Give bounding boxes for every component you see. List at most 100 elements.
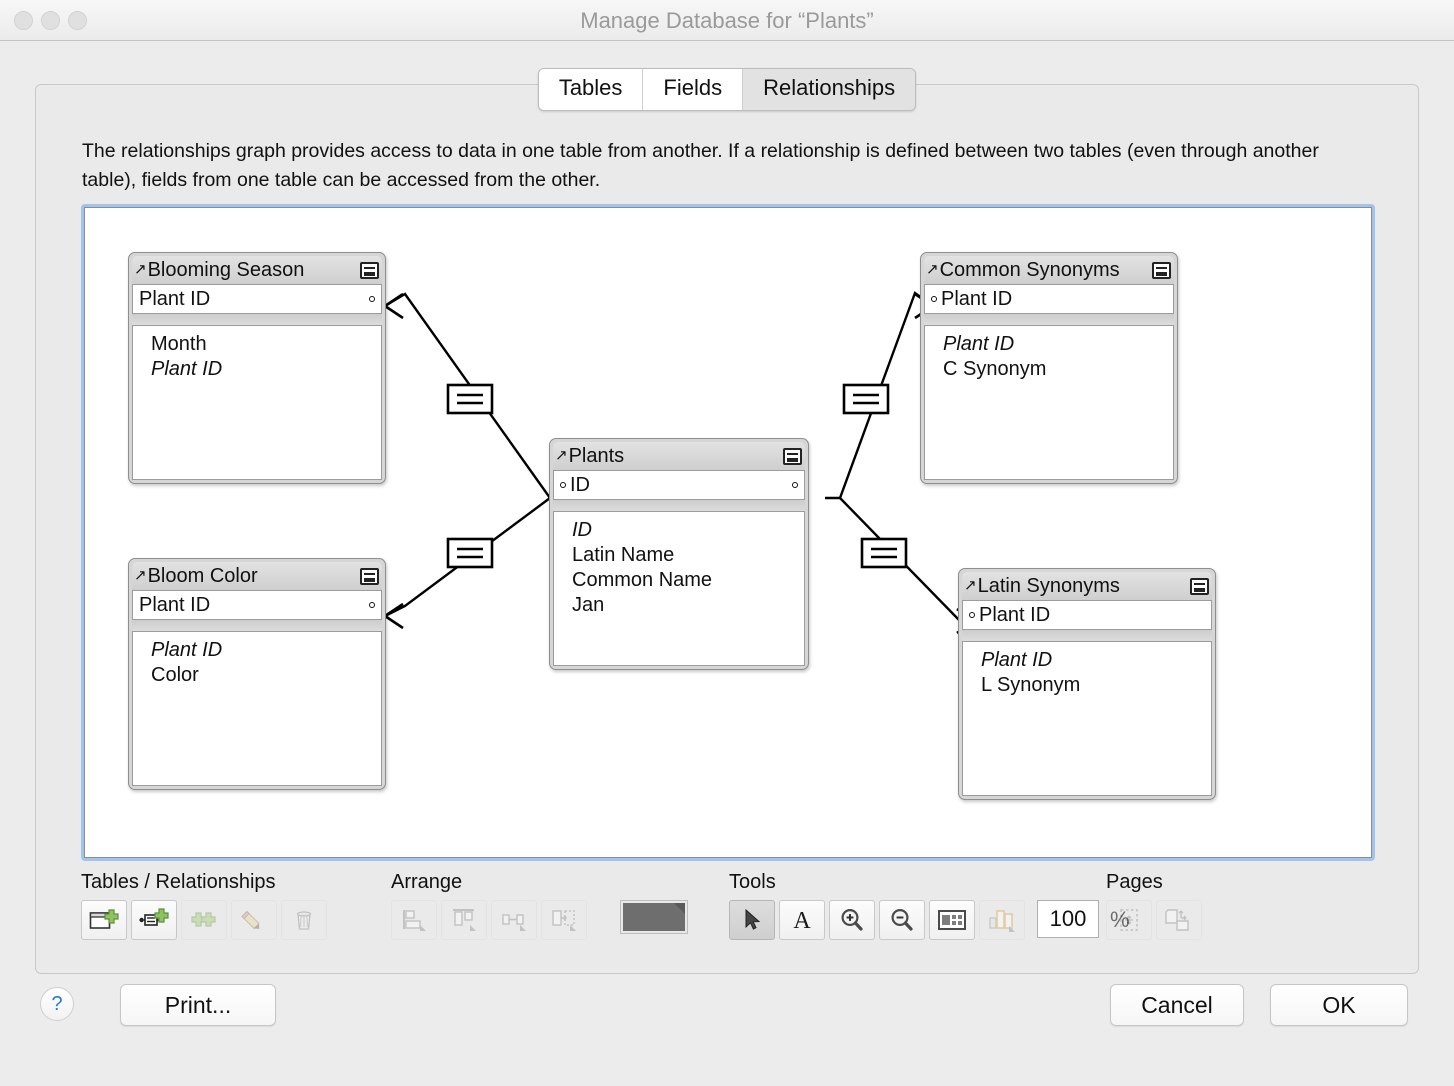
edit-button[interactable] [231, 900, 277, 940]
color-swatch-button[interactable] [620, 900, 688, 934]
relationship-operator [446, 537, 494, 569]
table-field-list[interactable]: Plant ID L Synonym [962, 641, 1212, 796]
toolbar-color-swatch-group [620, 900, 688, 934]
table-card-blooming-season[interactable]: ↗ Blooming Season Plant ID Month Plant I… [128, 252, 386, 484]
relationship-anchor-right-icon[interactable] [369, 296, 375, 302]
relationships-panel: The relationships graph provides access … [35, 84, 1419, 974]
table-card-header[interactable]: ↗ Bloom Color [132, 562, 382, 590]
tab-fields[interactable]: Fields [643, 69, 744, 110]
table-key-field-row[interactable]: Plant ID [132, 284, 382, 314]
key-field-label: Plant ID [979, 604, 1051, 626]
key-field-label: ID [570, 474, 590, 496]
field-item: Common Name [572, 569, 713, 591]
tab-bar: Tables Fields Relationships [537, 68, 917, 111]
relationship-connectors [384, 291, 976, 635]
relationship-anchor-right-icon[interactable] [792, 482, 798, 488]
ok-button[interactable]: OK [1270, 984, 1408, 1026]
tab-relationships[interactable]: Relationships [743, 69, 916, 110]
table-field-list[interactable]: Month Plant ID [132, 325, 382, 480]
table-field-list[interactable]: Plant ID Color [132, 631, 382, 786]
source-arrow-icon: ↗ [134, 260, 147, 278]
table-card-common-synonyms[interactable]: ↗ Common Synonyms Plant ID Plant ID C Sy… [920, 252, 1178, 484]
zoom-out-button[interactable] [879, 900, 925, 940]
table-key-field-row[interactable]: Plant ID [924, 284, 1174, 314]
table-card-header[interactable]: ↗ Blooming Season [132, 256, 382, 284]
page-breaks-button[interactable] [1106, 900, 1152, 940]
relationships-graph-focus-ring: ↗ Blooming Season Plant ID Month Plant I… [81, 204, 1375, 861]
duplicate-button[interactable] [181, 900, 227, 940]
table-menu-icon[interactable] [360, 567, 379, 585]
relationship-operator [842, 383, 890, 415]
relationship-anchor-left-icon[interactable] [931, 296, 937, 302]
fit-to-window-button[interactable] [929, 900, 975, 940]
field-item: Latin Name [572, 544, 675, 566]
cancel-button[interactable]: Cancel [1110, 984, 1244, 1026]
field-item: L Synonym [981, 674, 1081, 696]
minimize-button-icon[interactable] [41, 11, 60, 30]
table-card-header[interactable]: ↗ Plants [553, 442, 805, 470]
field-item: Plant ID [151, 639, 223, 661]
zoom-in-button[interactable] [829, 900, 875, 940]
table-menu-icon[interactable] [1152, 261, 1171, 279]
source-arrow-icon: ↗ [964, 576, 977, 594]
delete-button[interactable] [281, 900, 327, 940]
resize-button[interactable] [541, 900, 587, 940]
table-field-list[interactable]: Plant ID C Synonym [924, 325, 1174, 480]
toolbar-group-pages: Pages [1106, 871, 1202, 940]
toolbar-group-label: Tables / Relationships [81, 871, 276, 893]
table-field-list[interactable]: ID Latin Name Common Name Jan [553, 511, 805, 666]
page-setup-button[interactable] [1156, 900, 1202, 940]
card-divider [132, 620, 382, 631]
source-arrow-icon: ↗ [555, 446, 568, 464]
field-item: Plant ID [151, 358, 223, 380]
toolbar-group-label: Pages [1106, 871, 1163, 893]
card-divider [553, 500, 805, 511]
table-card-latin-synonyms[interactable]: ↗ Latin Synonyms Plant ID Plant ID L Syn… [958, 568, 1216, 800]
relationships-graph-canvas[interactable]: ↗ Blooming Season Plant ID Month Plant I… [84, 207, 1372, 858]
table-card-bloom-color[interactable]: ↗ Bloom Color Plant ID Plant ID Color [128, 558, 386, 790]
panel-description: The relationships graph provides access … [82, 140, 1319, 191]
relationship-anchor-left-icon[interactable] [969, 612, 975, 618]
dialog-footer: ? Print... Cancel OK [0, 984, 1454, 1055]
key-field-label: Plant ID [139, 594, 211, 616]
table-card-header[interactable]: ↗ Latin Synonyms [962, 572, 1212, 600]
toggle-notes-button[interactable] [979, 900, 1025, 940]
table-key-field-row[interactable]: ID [553, 470, 805, 500]
table-card-header[interactable]: ↗ Common Synonyms [924, 256, 1174, 284]
pointer-tool-button[interactable] [729, 900, 775, 940]
table-menu-icon[interactable] [360, 261, 379, 279]
toolbar-group-label: Tools [729, 871, 776, 893]
close-button-icon[interactable] [14, 11, 33, 30]
align-left-button[interactable] [391, 900, 437, 940]
key-field-label: Plant ID [941, 288, 1013, 310]
table-card-plants[interactable]: ↗ Plants ID ID Latin Name Common Name [549, 438, 809, 670]
window-title: Manage Database for “Plants” [580, 8, 874, 33]
zoom-level-input[interactable]: 100 [1037, 900, 1099, 938]
key-field-label: Plant ID [139, 288, 211, 310]
table-menu-icon[interactable] [783, 447, 802, 465]
field-item: Month [151, 333, 207, 355]
print-button[interactable]: Print... [120, 984, 276, 1026]
source-arrow-icon: ↗ [134, 566, 147, 584]
graph-toolbar: Tables / Relationships [81, 871, 1375, 956]
text-tool-button[interactable]: A [779, 900, 825, 940]
help-button[interactable]: ? [40, 987, 74, 1021]
distribute-button[interactable] [491, 900, 537, 940]
tab-tables[interactable]: Tables [538, 69, 644, 110]
card-divider [962, 630, 1212, 641]
align-top-button[interactable] [441, 900, 487, 940]
table-name: Blooming Season [147, 259, 305, 281]
toolbar-group-arrange: Arrange [391, 871, 587, 940]
window-titlebar: Manage Database for “Plants” [0, 0, 1454, 41]
table-name: Common Synonyms [939, 259, 1120, 281]
relationship-anchor-right-icon[interactable] [369, 602, 375, 608]
table-menu-icon[interactable] [1190, 577, 1209, 595]
table-key-field-row[interactable]: Plant ID [132, 590, 382, 620]
table-key-field-row[interactable]: Plant ID [962, 600, 1212, 630]
add-table-button[interactable] [81, 900, 127, 940]
zoom-button-icon[interactable] [68, 11, 87, 30]
field-item: Jan [572, 594, 605, 616]
relationship-anchor-left-icon[interactable] [560, 482, 566, 488]
add-relationship-button[interactable] [131, 900, 177, 940]
source-arrow-icon: ↗ [926, 260, 939, 278]
